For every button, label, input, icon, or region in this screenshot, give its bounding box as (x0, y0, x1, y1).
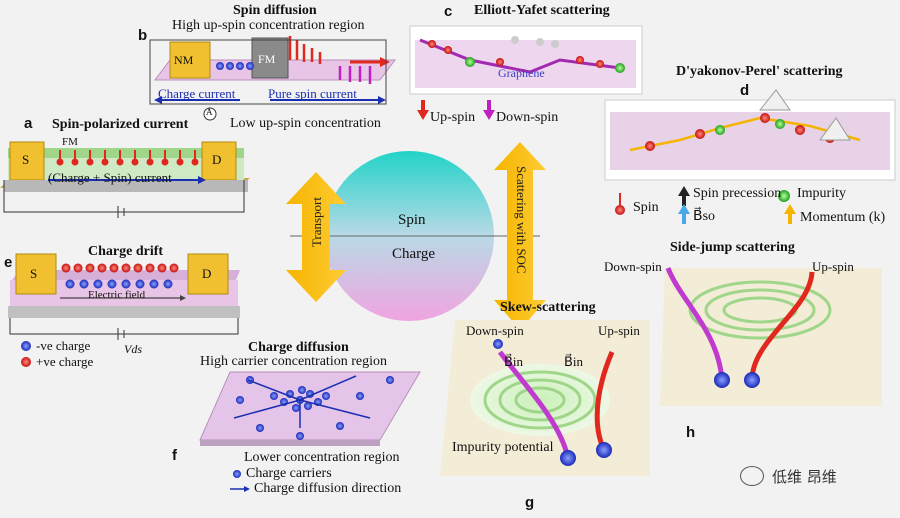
panel-f-letter: f (172, 447, 177, 464)
panel-e-device (8, 253, 240, 367)
legend-impurity: Impurity (797, 186, 846, 201)
panel-g-up-label: Up-spin (598, 323, 640, 338)
panel-d-device (604, 89, 896, 224)
panel-b-charge-current: Charge current (158, 86, 236, 101)
panel-g-down-label: Down-spin (466, 323, 524, 338)
panel-b-title: Spin diffusion (233, 3, 317, 18)
panel-b-fm: FM (258, 52, 276, 66)
panel-f-high-label: High carrier concentration region (200, 354, 387, 369)
panel-b-device (149, 36, 396, 121)
panel-a-drain: D (212, 152, 222, 167)
panel-c-letter: c (444, 3, 453, 20)
panel-a-letter: a (24, 115, 33, 132)
impurity-potential-label: Impurity potential (452, 440, 554, 455)
pos-charge-label: +ve charge (36, 354, 94, 369)
panel-e-source: S (30, 266, 38, 281)
scattering-arrow (494, 142, 546, 330)
legend-spin-precession: Spin precession (693, 186, 782, 201)
panel-b-high-label: High up-spin concentration region (172, 18, 365, 33)
transport-arrow (286, 172, 346, 302)
panel-f-device (199, 371, 421, 492)
legend-momentum: Momentum (k) (800, 210, 886, 225)
panel-a-fm-label: FM (62, 136, 78, 148)
legend-bso: B⃗so (693, 209, 716, 224)
center-spin-label: Spin (398, 212, 426, 228)
panel-e-letter: e (4, 254, 13, 271)
panel-h-device (660, 267, 882, 406)
legend-down-spin: Down-spin (496, 110, 559, 125)
panel-d-title: D'yakonov-Perel' scattering (676, 64, 843, 79)
panel-a-device (0, 141, 250, 218)
panel-h-down-label: Down-spin (604, 259, 662, 274)
panel-g-title: Skew-scattering (500, 300, 596, 315)
panel-c-device (409, 25, 643, 120)
panel-b-nm: NM (174, 53, 194, 67)
panel-a-source: S (22, 152, 30, 167)
transport-label: Transport (309, 197, 324, 248)
neg-charge-label: -ve charge (36, 338, 91, 353)
panel-c-title: Elliott-Yafet scattering (474, 3, 610, 18)
watermark: 低维 昂维 (772, 468, 837, 486)
panel-f-low-label: Lower concentration region (244, 450, 400, 465)
wechat-icon (740, 466, 764, 486)
panel-e-drain: D (202, 266, 212, 281)
legend-spin: Spin (633, 200, 659, 215)
panel-b-low-label: Low up-spin concentration (230, 116, 381, 131)
graphene-label: Graphene (498, 66, 545, 80)
vds-label: Vds (124, 342, 142, 356)
panel-g-device (440, 320, 650, 476)
panel-d-letter: d (740, 82, 750, 99)
diffusion-direction-label: Charge diffusion direction (254, 481, 402, 496)
panel-a-current-label: (Charge + Spin) current (48, 170, 172, 185)
ammeter-label: A (206, 107, 213, 117)
panel-h-up-label: Up-spin (812, 259, 854, 274)
panel-a-title: Spin-polarized current (52, 117, 189, 132)
legend-up-spin: Up-spin (430, 110, 476, 125)
bin-label-left: B⃗in (504, 354, 524, 369)
panel-b-letter: b (138, 27, 148, 44)
scattering-label: Scattering with SOC (514, 166, 529, 274)
electric-field-label: Electric field (88, 289, 146, 301)
bin-label-right: B⃗in (564, 354, 584, 369)
panel-h-letter: h (686, 424, 696, 441)
charge-carriers-label: Charge carriers (246, 466, 332, 481)
panel-b-pure-spin: Pure spin current (268, 86, 357, 101)
panel-f-title: Charge diffusion (248, 340, 349, 355)
center-charge-label: Charge (392, 246, 436, 262)
spin-charge-circle (290, 151, 540, 321)
panel-e-title: Charge drift (88, 244, 164, 259)
panel-h-title: Side-jump scattering (670, 240, 795, 255)
panel-a-spin-arrows (56, 150, 199, 166)
panel-g-letter: g (525, 494, 535, 511)
